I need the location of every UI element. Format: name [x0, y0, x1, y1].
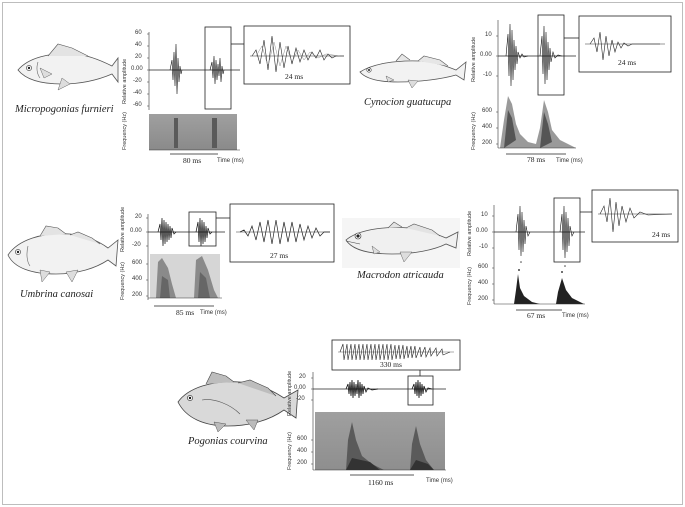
species-name: Cynocion guatucupa — [364, 97, 452, 108]
amp-tick: 0.00 — [476, 228, 488, 234]
amplitude-axis-label: Relative amplitude — [120, 206, 126, 252]
zoom-inset — [591, 189, 679, 243]
freq-tick: 200 — [132, 292, 143, 298]
amplitude-axis-label: Relative amplitude — [467, 210, 473, 256]
freq-tick: 400 — [297, 448, 308, 454]
time-axis-label: Time (ms) — [556, 158, 583, 164]
amplitude-axis-label: Relative amplitude — [287, 370, 293, 416]
zoom-duration-label: 24 ms — [285, 72, 304, 81]
time-scale-label: 1160 ms — [368, 478, 394, 487]
amp-tick: 20 — [135, 54, 142, 60]
panel-macrodon-atricauda — [342, 189, 679, 311]
freq-tick: 600 — [297, 436, 308, 442]
amp-tick: 0.00 — [130, 228, 142, 234]
amp-tick: -20 — [296, 396, 305, 402]
zoom-selection-box — [204, 26, 232, 110]
species-name: Pogonias courvina — [188, 436, 268, 447]
amp-tick: 0.00 — [480, 52, 492, 58]
amp-tick: 10 — [485, 32, 492, 38]
species-name: Umbrina canosai — [20, 289, 94, 300]
zoom-duration-label: 24 ms — [652, 230, 671, 239]
amp-tick: -20 — [133, 78, 142, 84]
amp-tick: 0.00 — [131, 66, 143, 72]
freq-tick: 200 — [478, 296, 489, 302]
freq-tick: 600 — [482, 108, 493, 114]
zoom-duration-label: 27 ms — [270, 251, 289, 260]
amp-tick: -10 — [483, 72, 492, 78]
amp-tick: 20 — [135, 214, 142, 220]
time-axis-label: Time (ms) — [426, 478, 453, 484]
frequency-axis-label: Frequency (Hz) — [467, 267, 473, 305]
frequency-axis-label: Frequency (Hz) — [120, 262, 126, 300]
time-scale-label: 78 ms — [527, 155, 546, 164]
freq-tick: 200 — [482, 140, 493, 146]
amp-tick: -40 — [133, 90, 142, 96]
time-scale-label: 80 ms — [183, 156, 202, 165]
fish-illustration-umbrina — [7, 225, 119, 283]
amp-tick: 20 — [299, 374, 306, 380]
zoom-selection-box — [188, 211, 217, 247]
zoom-duration-label: 330 ms — [380, 360, 402, 369]
zoom-duration-label: 24 ms — [618, 58, 637, 67]
zoom-selection-box — [553, 197, 581, 263]
time-axis-label: Time (ms) — [217, 158, 244, 164]
fish-illustration-micropogonias — [17, 43, 119, 91]
spectrogram — [150, 254, 220, 298]
fish-illustration-macrodon — [342, 218, 460, 268]
fish-illustration-pogonias — [177, 371, 299, 433]
panel-pogonias-courvina — [177, 339, 461, 476]
panel-micropogonias-furnieri — [17, 25, 351, 155]
species-name: Micropogonias furnieri — [15, 104, 114, 115]
amp-tick: -20 — [132, 242, 141, 248]
zoom-selection-box — [407, 375, 434, 406]
amp-tick: -10 — [479, 244, 488, 250]
frequency-axis-label: Frequency (Hz) — [471, 112, 477, 150]
time-axis-label: Time (ms) — [200, 310, 227, 316]
freq-tick: 400 — [478, 280, 489, 286]
amp-tick: 60 — [135, 30, 142, 36]
spectrogram — [315, 412, 445, 470]
freq-tick: 200 — [297, 460, 308, 466]
amp-tick: 0.00 — [294, 385, 306, 391]
frequency-axis-label: Frequency (Hz) — [287, 432, 293, 470]
amp-tick: -60 — [133, 102, 142, 108]
time-scale-label: 67 ms — [527, 311, 546, 320]
zoom-selection-box — [537, 14, 565, 96]
amp-tick: 10 — [481, 212, 488, 218]
amplitude-axis-label: Relative amplitude — [471, 36, 477, 82]
time-axis-label: Time (ms) — [562, 313, 589, 319]
frequency-axis-label: Frequency (Hz) — [122, 112, 128, 150]
amplitude-axis-label: Relative amplitude — [122, 58, 128, 104]
panel-umbrina-canosai — [7, 203, 335, 307]
time-scale-label: 85 ms — [176, 308, 195, 317]
freq-tick: 400 — [482, 124, 493, 130]
amp-tick: 40 — [135, 42, 142, 48]
spectrogram — [514, 261, 584, 304]
species-name: Macrodon atricauda — [357, 270, 444, 281]
freq-tick: 400 — [132, 276, 143, 282]
fish-illustration-cynocion — [359, 53, 467, 89]
panel-cynocion-guatucupa — [359, 14, 672, 155]
spectrogram — [500, 96, 576, 148]
freq-tick: 600 — [132, 260, 143, 266]
freq-tick: 600 — [478, 264, 489, 270]
